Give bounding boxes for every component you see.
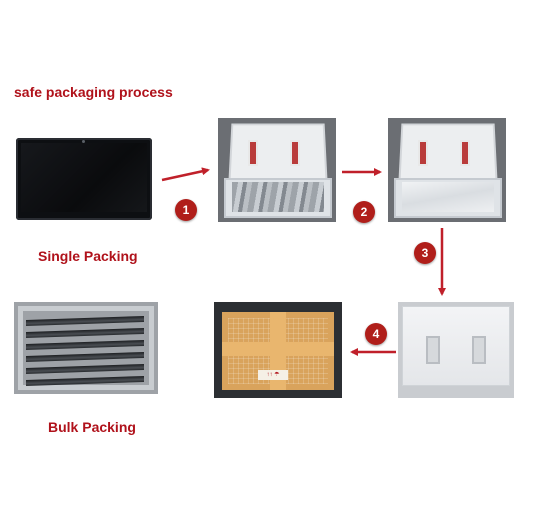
camera-dot (82, 140, 85, 143)
step3-closed-box-image (398, 302, 514, 398)
bulk-packing-image (14, 302, 158, 394)
step-2-badge: 2 (353, 201, 375, 223)
step-1-badge: 1 (175, 199, 197, 221)
step1-foam-box-image (218, 118, 336, 222)
page-title: safe packaging process (14, 84, 173, 100)
bulk-packing-caption: Bulk Packing (48, 419, 136, 435)
carton-label: ↑↑ ☂ (258, 370, 288, 380)
lcd-screen-image (16, 138, 152, 220)
step-4-badge: 4 (365, 323, 387, 345)
step-3-badge: 3 (414, 242, 436, 264)
single-packing-caption: Single Packing (38, 248, 138, 264)
arrow-1 (161, 167, 210, 182)
step4-carton-image: ↑↑ ☂ (214, 302, 342, 398)
step2-foam-box-image (388, 118, 506, 222)
